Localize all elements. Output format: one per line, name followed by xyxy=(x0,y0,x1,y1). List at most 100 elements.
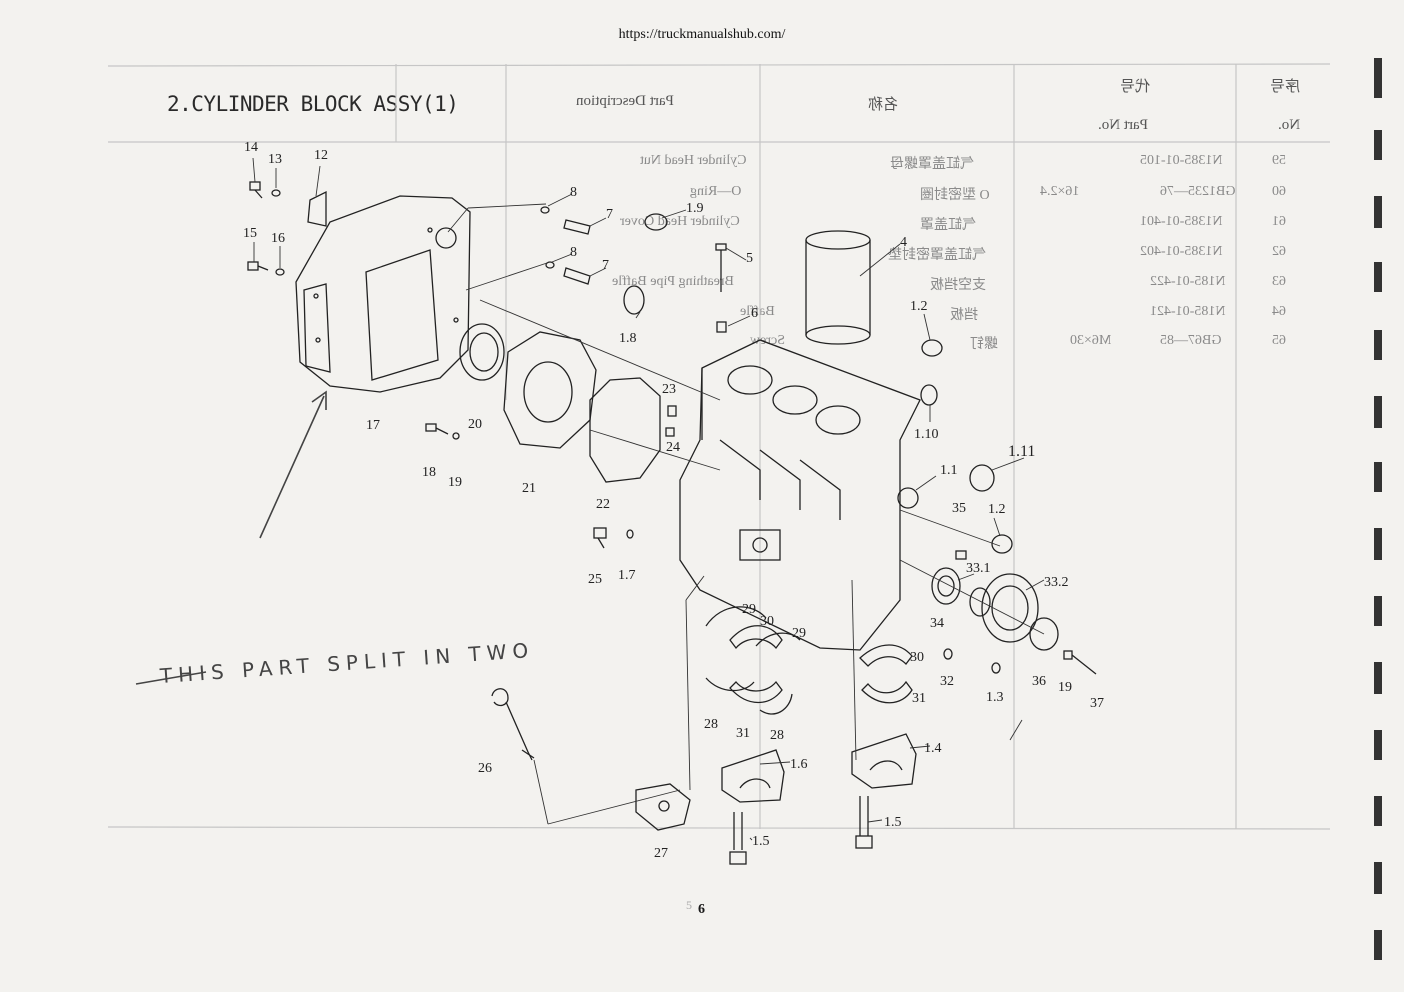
callout-8b: 8 xyxy=(570,245,577,260)
callout-19b: 19 xyxy=(1058,680,1072,695)
plug-1-2b xyxy=(991,534,1013,554)
callout-15: 15 xyxy=(243,226,257,241)
stud-7 xyxy=(540,206,591,285)
callout-22: 22 xyxy=(596,497,610,512)
leader-lines xyxy=(252,157,1045,841)
callout-34: 34 xyxy=(930,616,944,631)
callout-1-9: 1.9 xyxy=(686,201,704,216)
callout-1-8: 1.8 xyxy=(619,331,637,346)
callout-37: 37 xyxy=(1090,696,1104,711)
dipstick xyxy=(491,688,535,761)
plug-1-10 xyxy=(920,384,938,406)
callout-33-2: 33.2 xyxy=(1044,575,1069,590)
callout-25: 25 xyxy=(588,572,602,587)
callout-1-10: 1.10 xyxy=(914,427,939,442)
callout-13: 13 xyxy=(268,152,282,167)
callout-27: 27 xyxy=(654,846,668,861)
binding-mark xyxy=(1374,462,1382,492)
callout-14: 14 xyxy=(244,140,258,155)
binding-mark xyxy=(1374,662,1382,694)
callout-4: 4 xyxy=(900,235,907,250)
bracket-12 xyxy=(307,190,327,227)
cylinder-liner xyxy=(805,230,871,345)
binding-mark xyxy=(1374,330,1382,360)
callout-12: 12 xyxy=(314,148,328,163)
callout-35: 35 xyxy=(952,501,966,516)
bearing-cap-1-4 xyxy=(851,733,917,789)
page-title: 2.CYLINDER BLOCK ASSY(1) xyxy=(167,92,459,116)
callout-7b: 7 xyxy=(602,258,609,273)
callout-26: 26 xyxy=(478,761,492,776)
bolt-18 xyxy=(425,423,449,435)
bolt-14 xyxy=(249,181,263,199)
callout-18: 18 xyxy=(422,465,436,480)
callout-1-5b: 1.5 xyxy=(884,815,902,830)
binding-mark xyxy=(1374,730,1382,760)
cylinder-block xyxy=(679,339,921,651)
binding-mark xyxy=(1374,196,1382,228)
callout-33-1: 33.1 xyxy=(966,561,991,576)
washer-16 xyxy=(275,268,285,276)
callout-24: 24 xyxy=(666,440,680,455)
source-url[interactable]: https://truckmanualshub.com/ xyxy=(618,27,786,42)
callout-21: 21 xyxy=(522,481,536,496)
callout-30: 30 xyxy=(760,614,774,629)
callout-16: 16 xyxy=(271,231,285,246)
washer-13 xyxy=(271,189,281,197)
gasket xyxy=(589,377,661,483)
callout-32: 32 xyxy=(940,674,954,689)
callout-30b: 30 xyxy=(910,650,924,665)
callout-5: 5 xyxy=(746,251,753,266)
main-bearings xyxy=(705,606,913,715)
binding-mark xyxy=(1374,796,1382,826)
callout-29b: 29 xyxy=(792,626,806,641)
callout-1-6: 1.6 xyxy=(790,757,808,772)
callout-20: 20 xyxy=(468,417,482,432)
callout-31: 31 xyxy=(912,691,926,706)
pin-24 xyxy=(665,427,675,437)
binding-mark xyxy=(1374,130,1382,160)
washer-32 xyxy=(943,648,953,660)
callout-8: 8 xyxy=(570,185,577,200)
binding-mark xyxy=(1374,262,1382,292)
pin-23 xyxy=(667,405,677,417)
callout-36: 36 xyxy=(1032,674,1046,689)
washer-1-3 xyxy=(991,662,1001,674)
front-plate xyxy=(503,331,597,449)
cap-bolt-1-5a xyxy=(729,812,747,865)
callout-28b: 28 xyxy=(770,728,784,743)
binding-mark xyxy=(1374,528,1382,560)
callout-19: 19 xyxy=(448,475,462,490)
callout-labels: 14 13 12 15 16 8 7 8 7 1.9 5 4 6 1.8 1.2… xyxy=(243,140,1104,861)
callout-6: 6 xyxy=(751,306,758,321)
binding-mark xyxy=(1374,862,1382,894)
callout-1-11: 1.11 xyxy=(1008,443,1035,460)
plug-1-8 xyxy=(623,285,645,315)
callout-1-5a: 1.5 xyxy=(752,834,770,849)
plug-25 xyxy=(593,527,607,549)
bolt-15 xyxy=(247,261,269,271)
side-cover xyxy=(635,783,691,831)
callout-1-1: 1.1 xyxy=(940,463,958,478)
binding-mark xyxy=(1374,396,1382,428)
flywheel-housing xyxy=(295,195,471,393)
oil-seal xyxy=(459,323,505,381)
binding-mark xyxy=(1374,930,1382,960)
callout-29: 29 xyxy=(742,602,756,617)
idler-gear xyxy=(931,567,1059,651)
handwriting-stroke xyxy=(135,671,207,685)
page-number: 6 xyxy=(698,902,705,917)
bearing-cap-1-6 xyxy=(721,749,785,803)
washer-19 xyxy=(452,432,460,440)
pin-35 xyxy=(955,550,967,560)
callout-1-4: 1.4 xyxy=(924,741,942,756)
arrow-icon xyxy=(259,390,327,539)
callout-28: 28 xyxy=(704,717,718,732)
binding-mark xyxy=(1374,596,1382,626)
bolt-37 xyxy=(1063,650,1097,675)
callout-7: 7 xyxy=(606,207,613,222)
binding-mark xyxy=(1374,58,1382,98)
dowel-1-7 xyxy=(626,529,634,539)
